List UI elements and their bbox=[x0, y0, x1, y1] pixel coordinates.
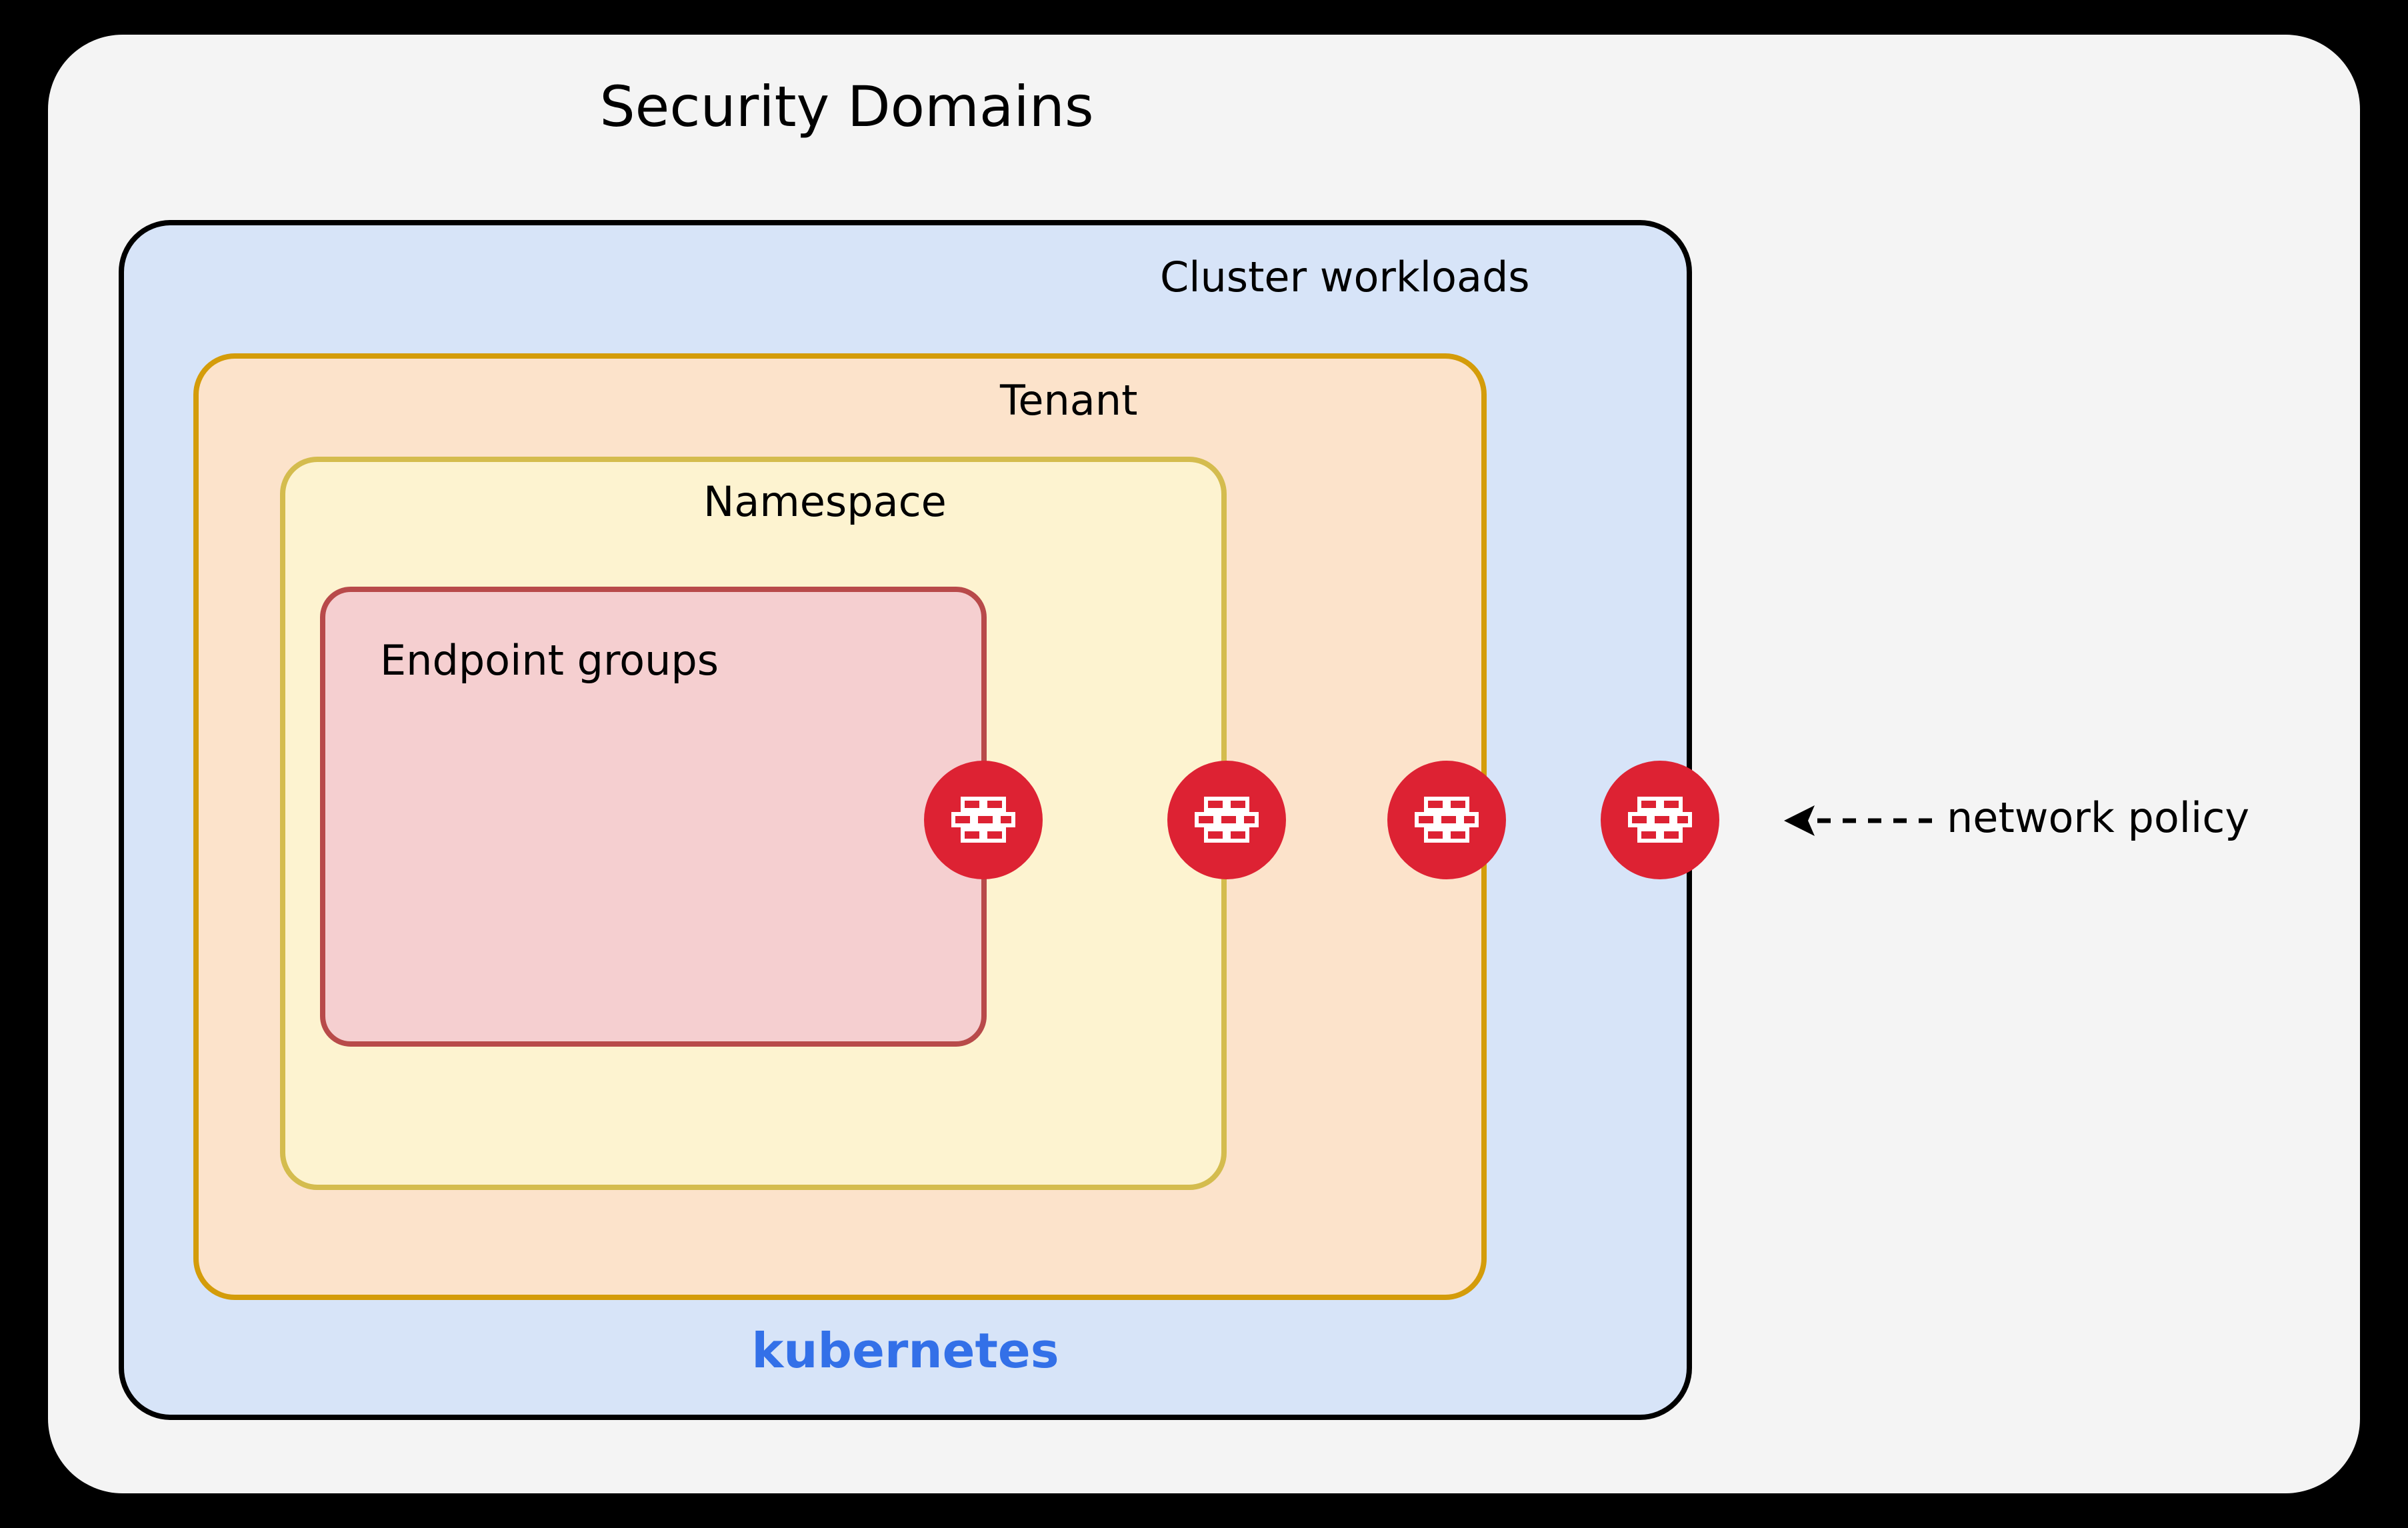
firewall-icon bbox=[1387, 761, 1506, 879]
label-endpoint-groups: Endpoint groups bbox=[380, 636, 719, 685]
network-policy-label: network policy bbox=[1947, 793, 2250, 842]
label-namespace: Namespace bbox=[703, 477, 947, 526]
label-tenant: Tenant bbox=[1000, 376, 1138, 425]
box-endpoint-groups bbox=[320, 587, 987, 1047]
firewall-icon bbox=[1601, 761, 1719, 879]
firewall-icon bbox=[924, 761, 1043, 879]
label-cluster-workloads: Cluster workloads bbox=[1160, 253, 1530, 301]
firewall-icon bbox=[1167, 761, 1286, 879]
page-title: Security Domains bbox=[599, 74, 1094, 139]
kubernetes-wordmark: kubernetes bbox=[751, 1323, 1059, 1379]
network-policy-arrow-icon bbox=[1784, 805, 1932, 836]
